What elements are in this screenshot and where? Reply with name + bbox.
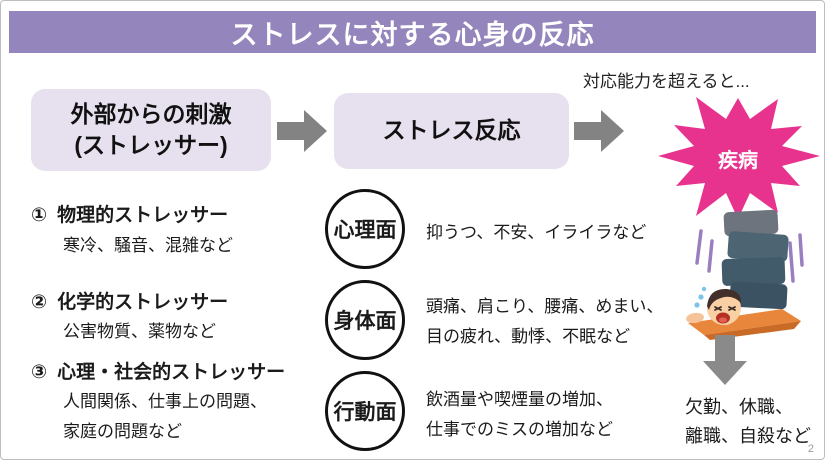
stressor-number: ① [31,205,48,226]
outcome-text: 欠勤、休職、 離職、自殺など [685,393,811,451]
down-arrow-icon [703,335,747,385]
stressor-item-physical: ① 物理的ストレッサー [31,200,228,227]
reaction-description: 飲酒量や喫煙量の増加、 仕事でのミスの増加など [426,385,613,445]
stimulus-line2: (ストレッサー) [74,132,228,158]
stress-response-box: ストレス反応 [334,93,569,169]
reaction-description-line2: 仕事でのミスの増加など [426,420,613,439]
reaction-category-label: 行動面 [333,401,397,424]
stressor-item-chemical: ② 化学的ストレッサー [31,287,228,314]
outcome-line1: 欠勤、休職、 [685,397,793,417]
threshold-label: 対応能力を超えると... [583,72,750,91]
reaction-description-line1: 飲酒量や喫煙量の増加、 [426,390,613,409]
person-crushed-by-blocks-illustration [686,209,804,340]
reaction-description-line1: 頭痛、肩こり、腰痛、めまい、 [426,297,664,316]
stressor-heading-label: 物理的ストレッサー [57,205,229,226]
stressor-number: ③ [31,362,48,383]
stressor-examples: 寒冷、騒音、混雑など [63,236,233,255]
stressor-item-psychosocial: ③ 心理・社会的ストレッサー [31,357,285,384]
reaction-description: 頭痛、肩こり、腰痛、めまい、 目の疲れ、動悸、不眠など [426,292,663,352]
stimulus-line1: 外部からの刺激 [70,100,232,127]
stressor-examples: 人間関係、仕事上の問題、 家庭の問題など [63,387,267,447]
reaction-description: 抑うつ、不安、イライラなど [426,223,647,242]
reaction-category-label: 身体面 [333,310,397,333]
external-stimulus-box: 外部からの刺激 (ストレッサー) [31,89,271,171]
title-bar: ストレスに対する心身の反応 [9,11,816,53]
stressor-heading-label: 心理・社会的ストレッサー [57,362,286,383]
disease-burst-label: 疾病 [718,150,758,172]
stressor-number: ② [31,292,48,313]
reaction-circle-behavioral: 行動面 [325,371,405,451]
reaction-circle-physical: 身体面 [325,280,405,360]
reaction-circle-psychological: 心理面 [325,189,405,269]
stressor-examples: 公害物質、薬物など [63,322,216,341]
slide-title: ストレスに対する心身の反応 [230,19,595,50]
stressor-heading-label: 化学的ストレッサー [57,292,229,313]
outcome-line2: 離職、自殺など [685,426,811,446]
reaction-description-line2: 目の疲れ、動悸、不眠など [426,327,631,346]
page-number: 2 [807,443,814,455]
reaction-category-label: 心理面 [333,219,397,242]
stressor-examples-line1: 人間関係、仕事上の問題、 [63,392,267,411]
stressor-examples-line2: 家庭の問題など [63,422,182,441]
right-arrow-icon [574,110,624,152]
right-arrow-icon [277,110,327,152]
explosion-starburst-icon [658,97,820,219]
response-label: ストレス反応 [382,117,521,144]
